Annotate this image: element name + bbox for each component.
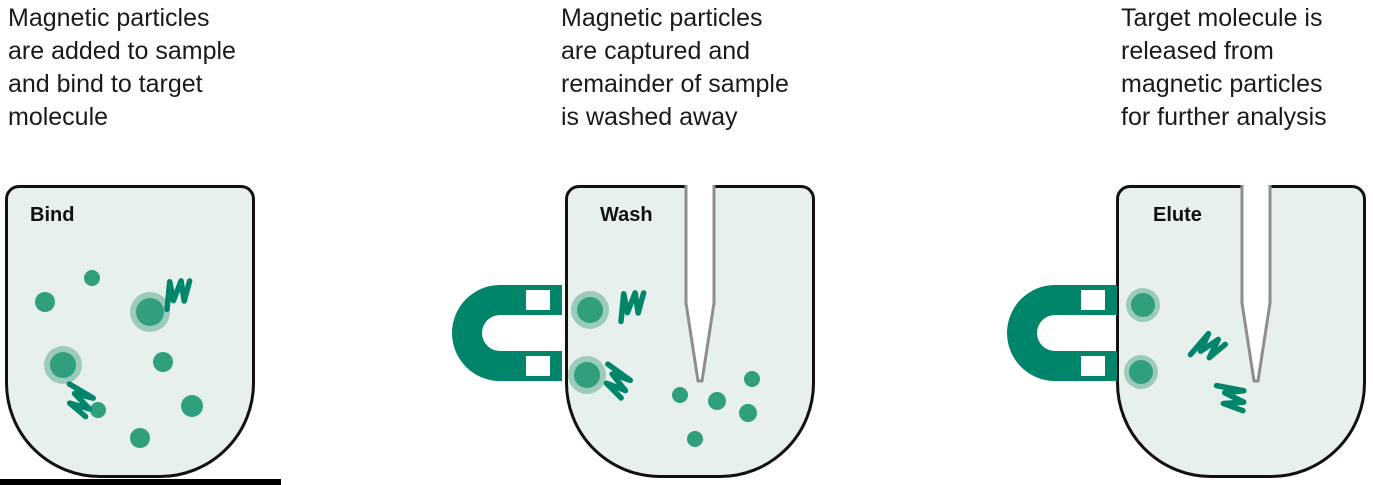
test-tube-wash: Wash bbox=[565, 185, 815, 478]
tube-label-wash: Wash bbox=[600, 204, 653, 226]
test-tube-bind: Bind bbox=[5, 185, 255, 478]
caption-wash: Magnetic particles are captured and rema… bbox=[561, 4, 789, 131]
magnet-icon bbox=[452, 285, 562, 381]
tube-label-elute: Elute bbox=[1153, 204, 1202, 226]
caption-elute: Target molecule is released from magneti… bbox=[1121, 4, 1327, 131]
test-tube-elute: Elute bbox=[1116, 185, 1366, 478]
caption-bind: Magnetic particles are added to sample a… bbox=[8, 4, 236, 131]
cropped-bar bbox=[0, 479, 281, 485]
tube-label-bind: Bind bbox=[30, 204, 75, 226]
magnet-icon bbox=[1007, 285, 1117, 381]
